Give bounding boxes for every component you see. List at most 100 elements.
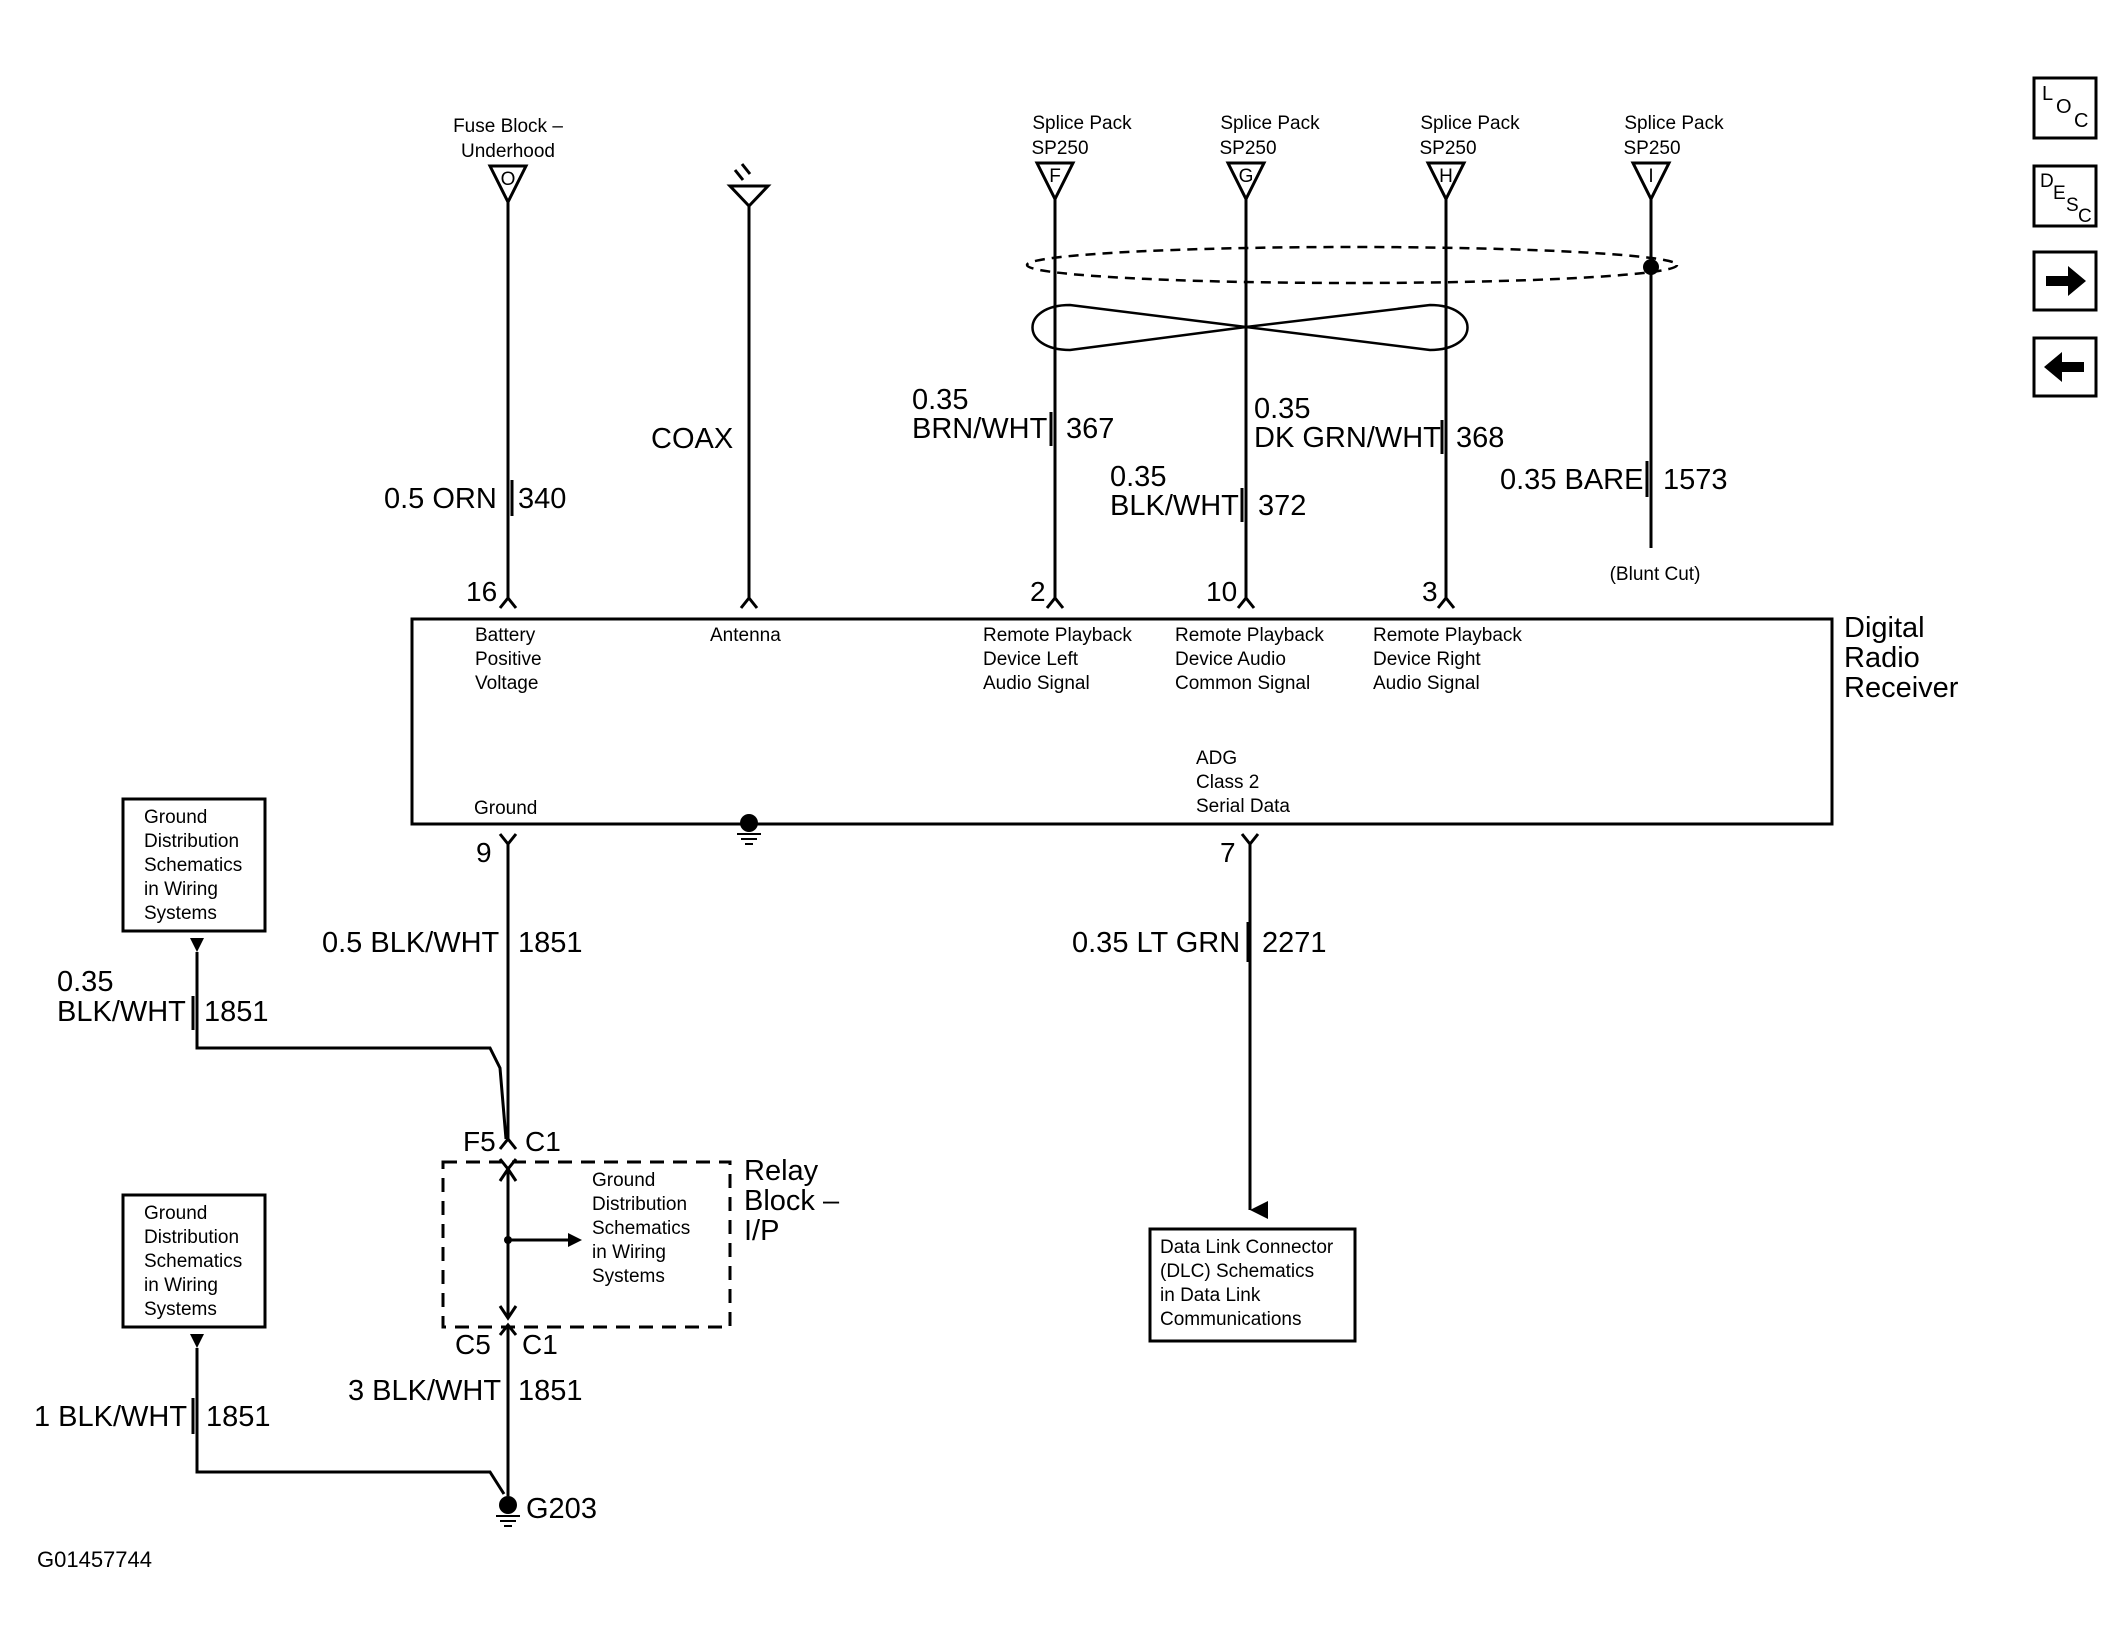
- case-ground-icon: [737, 814, 761, 845]
- wire-gauge: 0.35: [57, 966, 113, 998]
- previous-page-button[interactable]: [2032, 336, 2098, 398]
- twisted-pair-icon: [1031, 303, 1469, 352]
- arrow-left-icon: [2044, 352, 2084, 382]
- wire-gauge-color: 0.5 BLK/WHT: [322, 927, 500, 959]
- wire-coax-label: COAX: [651, 423, 733, 455]
- wire-gauge: 0.35: [912, 384, 968, 416]
- wire-gauge-color: 1 BLK/WHT: [34, 1401, 187, 1433]
- receiver-name-line1: Digital: [1844, 612, 1925, 644]
- ref-box-line: Data Link Connector: [1160, 1237, 1334, 1258]
- desc-letter: S: [2066, 195, 2079, 216]
- ground-point-icon: [496, 1496, 520, 1527]
- ref-box-line: Ground: [144, 807, 207, 828]
- wire-circuit: 1573: [1663, 464, 1728, 496]
- wire-gauge-color: 0.35 BARE: [1500, 464, 1643, 496]
- ground-reference-box-top[interactable]: [121, 797, 267, 933]
- wire-circuit: 368: [1456, 422, 1504, 454]
- pin-label: Remote Playback: [1373, 625, 1522, 646]
- terminal-triangle-icon: [1630, 161, 1672, 203]
- pin-chevron-icon: [498, 1136, 518, 1150]
- dlc-reference-box[interactable]: [1148, 1227, 1357, 1343]
- source-label-line2: Underhood: [461, 141, 555, 162]
- pin-label: Device Left: [983, 649, 1079, 670]
- pin-chevron-icon: [739, 595, 759, 609]
- pin-chevron-icon: [1436, 595, 1456, 609]
- pin-number: 9: [476, 837, 492, 868]
- source-label-line2: SP250: [1031, 138, 1088, 159]
- wire-circuit: 367: [1066, 413, 1114, 445]
- ref-box-line: Systems: [592, 1266, 665, 1287]
- source-label-line1: Splice Pack: [1220, 113, 1320, 134]
- connector-label: C1: [525, 1126, 561, 1157]
- terminal-triangle-icon: [190, 938, 204, 952]
- next-page-button[interactable]: [2032, 250, 2098, 312]
- antenna-symbol: [726, 163, 772, 209]
- ground-reference-box-bottom[interactable]: [121, 1193, 267, 1329]
- pin-number: 10: [1206, 576, 1237, 607]
- source-splice-i: Splice Pack SP250 I: [1623, 113, 1724, 203]
- wire-circuit: 1851: [518, 1375, 583, 1407]
- digital-radio-receiver: [410, 617, 1834, 826]
- source-fuse-block: Fuse Block – Underhood O: [453, 116, 563, 206]
- wire-color: DK GRN/WHT: [1254, 422, 1441, 454]
- source-label-line2: SP250: [1219, 138, 1276, 159]
- pin-label: ADG: [1196, 748, 1237, 769]
- ref-box-line: Ground: [592, 1170, 655, 1191]
- pin-label: Class 2: [1196, 772, 1259, 793]
- wire-circuit: 1851: [204, 996, 269, 1028]
- terminal-triangle-icon: [190, 1334, 204, 1348]
- pin-chevron-icon: [498, 1166, 518, 1182]
- wire-gauge-color: 0.35 LT GRN: [1072, 927, 1240, 959]
- wire-gauge-color: 0.5 ORN: [384, 483, 497, 515]
- wire-circuit: 2271: [1262, 927, 1327, 959]
- ref-box-line: (DLC) Schematics: [1160, 1261, 1314, 1282]
- source-label-line2: SP250: [1419, 138, 1476, 159]
- source-letter: O: [501, 169, 516, 190]
- pin-label: Antenna: [710, 625, 781, 646]
- source-letter: H: [1439, 166, 1453, 187]
- pin-label: Device Right: [1373, 649, 1481, 670]
- loc-button[interactable]: L O C: [2032, 76, 2098, 140]
- ref-box-line: Communications: [1160, 1309, 1302, 1330]
- source-splice-g: Splice Pack SP250 G: [1219, 113, 1320, 203]
- pin-label: Voltage: [475, 673, 538, 694]
- connector-label: C1: [522, 1329, 558, 1360]
- antenna-mark-icon: [740, 163, 752, 175]
- pin-chevron-icon: [1236, 595, 1256, 609]
- pin-label: Audio Signal: [983, 673, 1090, 694]
- desc-button-frame: [2032, 164, 2098, 228]
- pin-chevron-icon: [1045, 595, 1065, 609]
- wire-circuit: 340: [518, 483, 566, 515]
- pin-label: Positive: [475, 649, 542, 670]
- ref-box-line: Distribution: [592, 1194, 687, 1215]
- pin-label: Battery: [475, 625, 536, 646]
- arrow-right-icon: [2046, 266, 2086, 296]
- wire-gauge-color: 3 BLK/WHT: [348, 1375, 501, 1407]
- pin-chevron-icon: [498, 1305, 518, 1321]
- desc-letter: D: [2040, 171, 2054, 192]
- receiver-name-line3: Receiver: [1844, 672, 1959, 704]
- wire-gauge: 0.35: [1110, 461, 1166, 493]
- loc-letter: O: [2056, 96, 2072, 118]
- wire-ground-branch: [195, 952, 508, 1140]
- loc-button-frame: [2032, 76, 2098, 140]
- source-splice-h: Splice Pack SP250 H: [1419, 113, 1520, 203]
- source-letter: F: [1049, 166, 1061, 187]
- ref-box-line: in Wiring: [144, 879, 218, 900]
- pin-chevron-icon: [498, 833, 518, 847]
- ref-box-line: Schematics: [592, 1218, 690, 1239]
- relay-block-label: Relay: [744, 1155, 819, 1187]
- pin-label: Ground: [474, 798, 537, 819]
- ref-box-line: Systems: [144, 1299, 217, 1320]
- wire-gauge: 0.35: [1254, 393, 1310, 425]
- source-label-line2: SP250: [1623, 138, 1680, 159]
- pin-label: Device Audio: [1175, 649, 1286, 670]
- desc-button[interactable]: D E S C: [2032, 164, 2098, 228]
- wire-color: BLK/WHT: [1110, 490, 1239, 522]
- antenna-icon: [726, 184, 772, 209]
- pin-label: Remote Playback: [1175, 625, 1324, 646]
- wire-circuit: 1851: [518, 927, 583, 959]
- source-label-line1: Fuse Block –: [453, 116, 563, 137]
- diagram-id: G01457744: [37, 1547, 152, 1572]
- terminal-triangle-icon: [1034, 161, 1076, 203]
